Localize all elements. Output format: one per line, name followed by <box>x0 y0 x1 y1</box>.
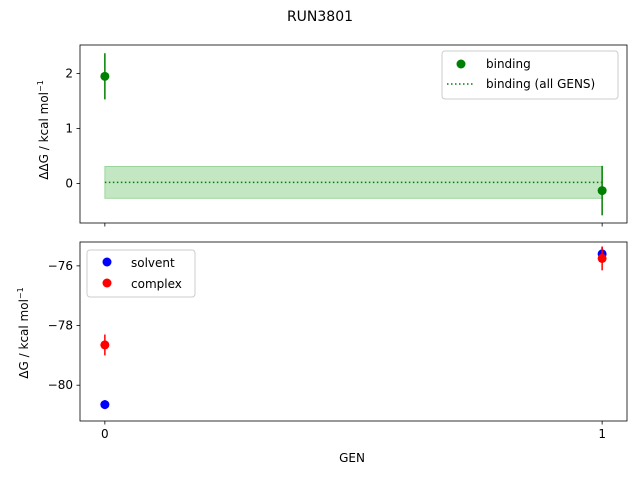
bottom-legend: solvent complex <box>86 249 196 298</box>
top-plot-area: 2 1 0 <box>65 44 628 227</box>
top-ytick-label-1: 1 <box>65 122 73 136</box>
point-solvent-0 <box>100 400 110 410</box>
bottom-xtick-label-0: 0 <box>101 427 109 441</box>
legend-label-binding: binding <box>486 57 531 71</box>
bottom-ytick-label-2: −80 <box>48 378 73 392</box>
legend-marker-binding <box>456 59 466 69</box>
legend-label-binding-all-gens: binding (all GENS) <box>486 77 595 91</box>
bottom-xtick-label-1: 1 <box>598 427 606 441</box>
bottom-y-axis-label: ΔG / kcal mol−1 <box>16 287 31 378</box>
top-ytick-label-0: 2 <box>65 67 73 81</box>
top-legend: binding binding (all GENS) <box>441 50 619 100</box>
bottom-axes-frame <box>79 241 628 422</box>
panel-solvent-complex: −76 −78 −80 0 1 ΔG / kcal mol−1 GEN solvent … <box>16 241 628 465</box>
top-legend-box <box>441 50 619 100</box>
bottom-legend-box <box>86 249 196 298</box>
legend-label-complex: complex <box>131 277 182 291</box>
top-ytick-label-2: 0 <box>65 176 73 190</box>
bottom-ytick-label-1: −78 <box>48 319 73 333</box>
bottom-y-axis-label-main: ΔG / kcal mol <box>17 299 31 379</box>
bottom-plot-area: −76 −78 −80 0 1 <box>48 241 628 441</box>
figure-title: RUN3801 <box>287 9 353 25</box>
point-complex-0 <box>100 340 110 350</box>
legend-marker-solvent <box>102 257 112 267</box>
legend-marker-complex <box>102 278 112 288</box>
point-binding-0 <box>100 71 110 81</box>
bottom-y-axis-label-exponent: −1 <box>16 287 25 299</box>
point-complex-1 <box>597 253 607 263</box>
point-binding-1 <box>597 186 607 196</box>
bottom-x-axis-label: GEN <box>339 451 365 465</box>
legend-label-solvent: solvent <box>131 256 175 270</box>
top-y-axis-label-main: ΔΔG / kcal mol <box>37 92 51 180</box>
top-y-axis-label-exponent: −1 <box>36 80 45 92</box>
top-axes-frame <box>79 44 628 224</box>
bottom-ytick-label-0: −76 <box>48 259 73 273</box>
panel-binding: 2 1 0 ΔΔG / kcal mol−1 binding binding (al… <box>36 44 628 227</box>
top-y-axis-label: ΔΔG / kcal mol−1 <box>36 80 51 180</box>
